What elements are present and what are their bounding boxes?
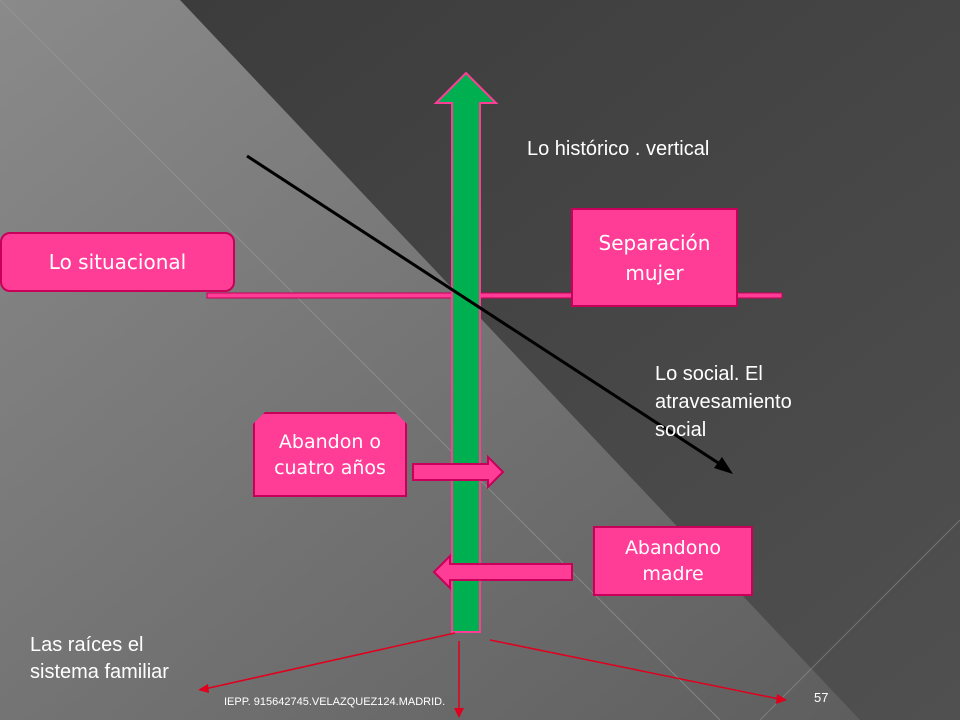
green-vertical-arrow xyxy=(433,71,499,633)
box-lo-situacional-label: Lo situacional xyxy=(48,250,187,274)
horizontal-situational-line xyxy=(206,292,783,299)
pink-left-arrow xyxy=(432,553,573,591)
diagonal-social-arrowhead xyxy=(714,457,733,474)
box-abandono-cuatro-anos-label: Abandon o cuatro años xyxy=(274,430,386,479)
background-corner-line xyxy=(759,519,960,720)
diagonal-social-arrow xyxy=(246,154,727,470)
red-roots-lines xyxy=(198,632,787,718)
label-historico: Lo histórico . vertical xyxy=(527,138,710,160)
box-abandono-madre-label: Abandono madre xyxy=(624,537,722,585)
box-separacion-mujer: Separación mujer xyxy=(571,208,738,307)
page-number: 57 xyxy=(814,690,829,705)
box-lo-situacional: Lo situacional xyxy=(0,232,235,292)
pink-right-arrow xyxy=(412,454,505,490)
label-raices: Las raíces el sistema familiar xyxy=(30,634,169,683)
box-separacion-mujer-label: Separación mujer xyxy=(598,230,711,285)
box-abandono-cuatro-anos: Abandon o cuatro años xyxy=(253,412,407,497)
footer-credit: IEPP. 915642745.VELAZQUEZ124.MADRID. xyxy=(224,696,446,708)
box-abandono-madre: Abandono madre xyxy=(593,526,753,596)
background-diagonal-line xyxy=(0,0,721,720)
label-social: Lo social. El atravesamiento social xyxy=(655,363,792,441)
